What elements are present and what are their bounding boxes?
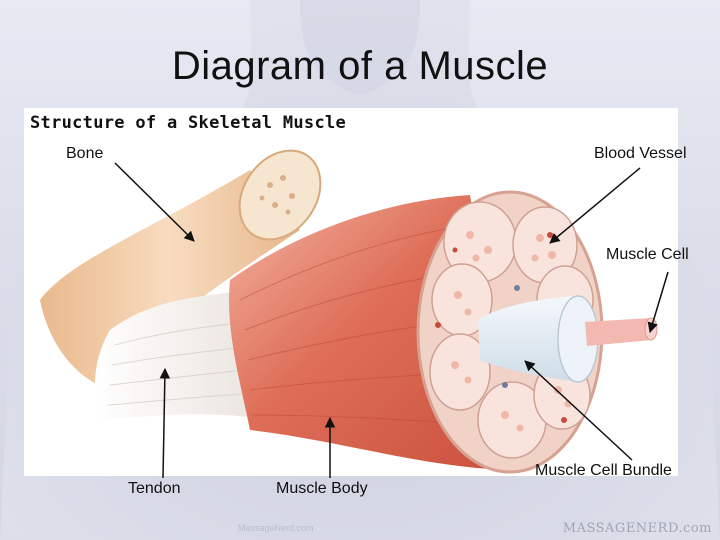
bone-arrow <box>114 162 195 242</box>
massagenerd-watermark: MASSAGENERD.com <box>562 521 712 536</box>
small-watermark: MassageNerd.com <box>238 523 314 533</box>
muscle-cell-bundle-shape <box>478 295 599 383</box>
slide-title: Diagram of a Muscle <box>171 44 549 88</box>
muscle-body-label: Muscle Body <box>276 480 368 497</box>
blood-vessel-arrow <box>549 167 641 244</box>
muscle-cell-bundle-label: Muscle Cell Bundle <box>535 462 672 479</box>
tendon-label: Tendon <box>128 480 181 497</box>
muscle-cell-shape <box>585 317 658 346</box>
bone-shape <box>40 149 322 390</box>
muscle-cell-label: Muscle Cell <box>606 246 689 263</box>
muscle-cell-bundle-arrow <box>524 360 633 461</box>
bone-label: Bone <box>66 145 104 162</box>
diagram-heading: Structure of a Skeletal Muscle <box>30 113 347 133</box>
tendon-arrow <box>159 367 171 479</box>
muscle-cell-arrow <box>647 271 669 334</box>
blood-vessel-label: Blood Vessel <box>594 145 687 162</box>
